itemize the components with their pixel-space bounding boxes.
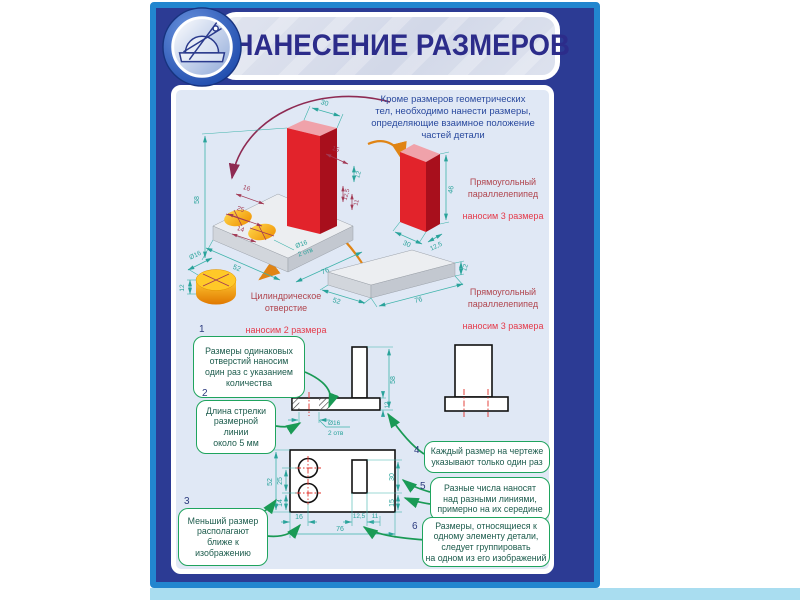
technical-drawings: 58 30 16 25 14 52 Ø16 2 отв 76 15 12 12,… [179,95,509,541]
red-box-side [320,128,337,234]
title-banner: НАНЕСЕНИЕ РАЗМЕРОВ [218,12,570,80]
caption-cylinder: Цилиндрическое отверстие наносим 2 разме… [238,280,334,348]
callout-4-text: Каждый размер на чертеже указывают тольк… [424,441,550,473]
svg-text:14: 14 [236,225,245,234]
svg-text:16: 16 [242,184,251,193]
side-view [444,344,509,417]
svg-text:Ø16: Ø16 [295,239,309,250]
callout-6-text: Размеры, относящиеся к одному элементу д… [422,517,550,567]
callout-5-text: Разные числа наносят над разными линиями… [430,477,550,521]
svg-text:30: 30 [320,99,330,108]
plate-3d: 52 76 12 [319,249,470,308]
svg-text:58: 58 [194,196,201,204]
caption-red-box: Прямоугольный параллелепипед наносим 3 р… [456,166,550,234]
callout-1-number: 1 [199,324,205,335]
svg-text:12,5: 12,5 [429,241,444,253]
svg-text:58: 58 [390,376,397,384]
svg-text:76: 76 [414,296,423,305]
svg-text:12: 12 [385,401,391,408]
svg-text:25: 25 [277,477,284,485]
callout-6-number: 6 [412,521,418,532]
callout-1: 1 Размеры одинаковых отверстий наносим о… [193,324,305,398]
poster-title: НАНЕСЕНИЕ РАЗМЕРОВ [233,29,571,62]
caption-cylinder-name: Цилиндрическое отверстие [250,291,322,313]
svg-text:12: 12 [179,284,186,292]
callout-2: 2 Длина стрелки размерной линии около 5 … [196,388,276,454]
caption-red-box-note: наносим 3 размера [462,211,544,221]
svg-text:76: 76 [336,526,344,533]
red-box-front [287,128,320,234]
callout-3-text: Меньший размер располагают ближе к изобр… [178,508,268,566]
svg-text:15: 15 [331,145,341,154]
svg-text:2 отв: 2 отв [328,430,344,437]
svg-text:11: 11 [372,513,379,520]
svg-text:46: 46 [447,185,455,194]
caption-red-box-name: Прямоугольный параллелепипед [467,177,539,199]
svg-text:52: 52 [232,264,242,273]
callout-3: 3 Меньший размер располагают ближе к изо… [178,496,268,566]
assembly-dimensions: 58 30 16 25 14 52 Ø16 2 отв 76 15 12 12,… [194,99,363,283]
svg-text:30: 30 [402,240,412,249]
assembly-3d [212,120,354,273]
callout-5-number: 5 [420,481,426,492]
compass-protractor-icon [161,6,243,88]
poster-content: 58 30 16 25 14 52 Ø16 2 отв 76 15 12 12,… [171,85,554,574]
svg-text:Ø16: Ø16 [328,420,341,427]
svg-text:12,5: 12,5 [343,188,352,201]
poster-frame: НАНЕСЕНИЕ РАЗМЕРОВ [150,2,600,588]
red-box-top [287,120,337,136]
caption-plate-note: наносим 3 размера [462,321,544,331]
callout-4-number: 4 [414,445,420,456]
callout-4: 4 Каждый размер на чертеже указывают тол… [414,441,550,473]
svg-text:76: 76 [321,267,331,276]
caption-plate-name: Прямоугольный параллелепипед [467,287,539,309]
svg-text:12,5: 12,5 [353,513,366,520]
bottom-strip [150,588,800,600]
callout-6: 6 Размеры, относящиеся к одному элементу… [412,517,550,567]
svg-text:Ø16: Ø16 [188,250,202,262]
caption-plate: Прямоугольный параллелепипед наносим 3 р… [456,276,550,344]
svg-text:25: 25 [236,205,245,214]
svg-text:14: 14 [277,499,284,507]
cylinder-3d: Ø16 12 [179,250,237,305]
svg-text:12: 12 [354,170,363,179]
intro-text: Кроме размеров геометрических тел, необх… [371,94,535,142]
top-view: 52 25 14 30 15 16 12,5 11 76 [267,449,402,538]
callout-5: 5 Разные числа наносят над разными линия… [420,477,550,521]
callout-3-number: 3 [184,496,190,507]
svg-text:30: 30 [389,473,396,481]
callout-1-text: Размеры одинаковых отверстий наносим оди… [193,336,305,398]
svg-text:12: 12 [461,263,470,272]
svg-text:52: 52 [332,297,342,306]
svg-text:16: 16 [295,514,303,521]
svg-text:11: 11 [353,198,361,206]
svg-text:15: 15 [389,499,396,507]
callout-2-text: Длина стрелки размерной линии около 5 мм [196,400,276,454]
red-box-3d: 46 30 12,5 [392,144,456,253]
svg-text:52: 52 [267,478,274,486]
callout-2-number: 2 [202,388,208,399]
caption-cylinder-note: наносим 2 размера [245,325,327,335]
